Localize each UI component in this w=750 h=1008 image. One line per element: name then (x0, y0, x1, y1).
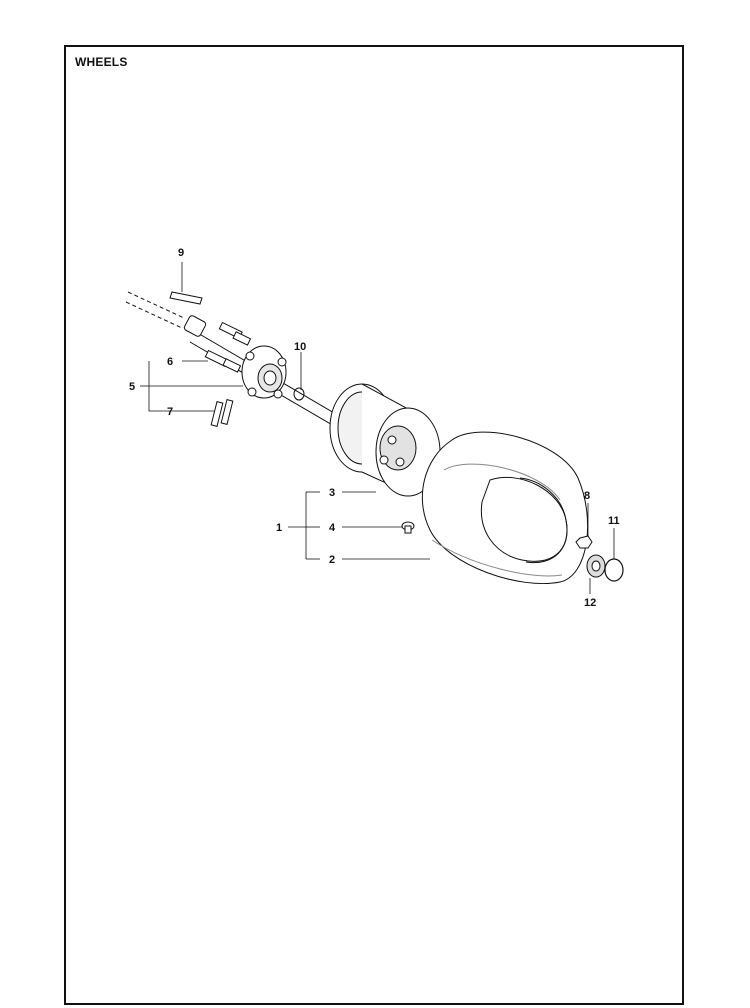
wheel-hub (241, 345, 287, 399)
callout-5: 5 (129, 381, 135, 393)
diagram-frame (64, 45, 684, 1005)
hub-bolts-lower (210, 399, 234, 427)
shaft-collar (183, 315, 207, 337)
callout-8: 8 (584, 490, 590, 502)
callout-11: 11 (608, 515, 620, 527)
callout-7: 7 (167, 406, 173, 418)
page-title: WHEELS (75, 55, 128, 69)
tire (421, 431, 589, 584)
callout-1: 1 (276, 522, 282, 534)
wheel-rim (329, 383, 441, 497)
callout-4: 4 (329, 522, 336, 534)
retaining-ring-part (604, 558, 624, 582)
valve-part (401, 521, 415, 534)
callout-6: 6 (167, 356, 173, 368)
callout-12: 12 (584, 597, 596, 609)
callout-10: 10 (294, 341, 306, 353)
hub-cap-part (586, 554, 606, 578)
washer-part (293, 387, 305, 401)
callout-3: 3 (329, 487, 335, 499)
key-part (169, 291, 203, 305)
hub-bolts-upper (204, 321, 252, 373)
callout-9: 9 (178, 247, 184, 259)
callout-2: 2 (329, 554, 335, 566)
leader-lines (140, 262, 615, 594)
